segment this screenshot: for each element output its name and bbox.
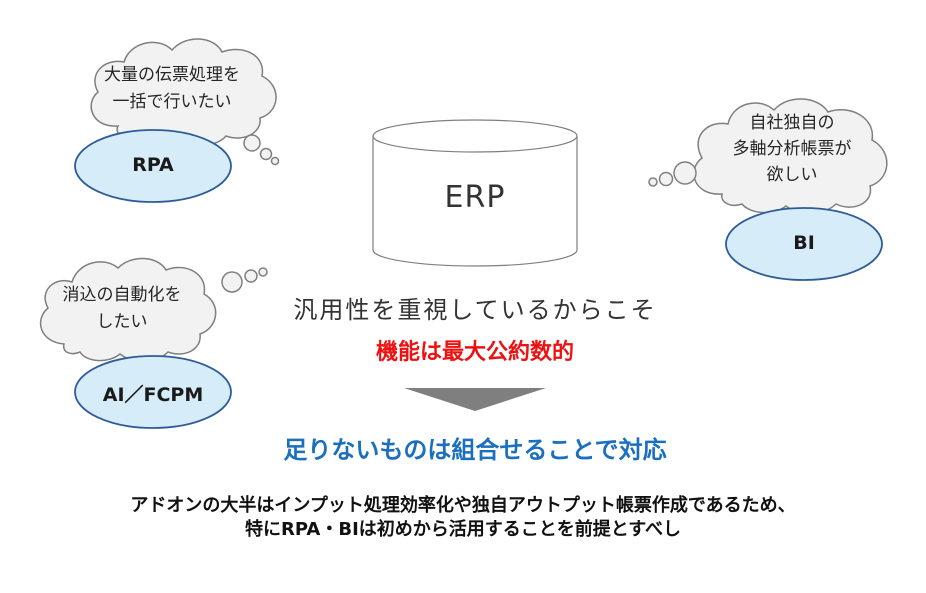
bi-cloud-bubble-small bbox=[648, 177, 658, 187]
rpa-cloud-line1: 大量の伝票処理を bbox=[104, 65, 240, 85]
bi-cloud-text: 自社独自の 多軸分析帳票が 欲しい bbox=[712, 110, 872, 188]
footer-line2: 特にRPA・BIは初めから活用することを前提とすべし bbox=[245, 519, 681, 540]
down-arrow-icon bbox=[404, 388, 546, 411]
bi-thought-cloud bbox=[648, 98, 888, 214]
rpa-cloud-line2: 一括で行いたい bbox=[112, 92, 232, 112]
bi-cloud-bubble-medium bbox=[658, 171, 674, 187]
rpa-label: RPA bbox=[132, 154, 174, 176]
rpa-cloud-bubble-medium bbox=[259, 147, 273, 161]
ai-cloud-text: 消込の自動化を したい bbox=[44, 282, 200, 336]
rpa-cloud-bubble-large bbox=[243, 134, 261, 152]
erp-cylinder-body bbox=[372, 136, 578, 267]
ai-cloud-shape bbox=[39, 257, 217, 362]
rpa-cloud-text: 大量の伝票処理を 一括で行いたい bbox=[92, 62, 252, 116]
footer-note: アドオンの大半はインプット処理効率化や独自アウトプット帳票作成であるため、 特に… bbox=[63, 494, 863, 542]
ai-cloud-bubble-large bbox=[221, 271, 243, 293]
center-message-conclusion: 足りないものは組合せることで対応 bbox=[283, 436, 667, 464]
rpa-oval bbox=[74, 129, 232, 203]
bi-cloud-line2: 多軸分析帳票が bbox=[732, 139, 852, 159]
rpa-cloud-bubble-small bbox=[270, 156, 280, 166]
ai-cloud-line1: 消込の自動化を bbox=[62, 285, 182, 305]
bi-cloud-line3: 欲しい bbox=[766, 165, 818, 185]
ai-cloud-line2: したい bbox=[96, 312, 148, 332]
bi-label: BI bbox=[793, 232, 815, 254]
bi-oval bbox=[725, 207, 883, 281]
ai-cloud-bubble-small bbox=[258, 267, 268, 277]
erp-cylinder-top bbox=[372, 119, 578, 153]
ai-fcpm-label: AI／FCPM bbox=[102, 384, 204, 406]
bi-cloud-line1: 自社独自の bbox=[749, 113, 835, 133]
center-message-emphasis: 機能は最大公約数的 bbox=[375, 340, 574, 365]
erp-label: ERP bbox=[444, 180, 506, 215]
erp-database-cylinder bbox=[372, 119, 578, 267]
ai-fcpm-oval bbox=[74, 355, 232, 429]
ai-cloud-bubble-medium bbox=[244, 269, 258, 283]
center-message-line1: 汎用性を重視しているからこそ bbox=[293, 296, 657, 324]
footer-line1: アドオンの大半はインプット処理効率化や独自アウトプット帳票作成であるため、 bbox=[130, 495, 796, 516]
ai-thought-cloud bbox=[39, 257, 268, 362]
bi-cloud-bubble-large bbox=[673, 161, 697, 185]
